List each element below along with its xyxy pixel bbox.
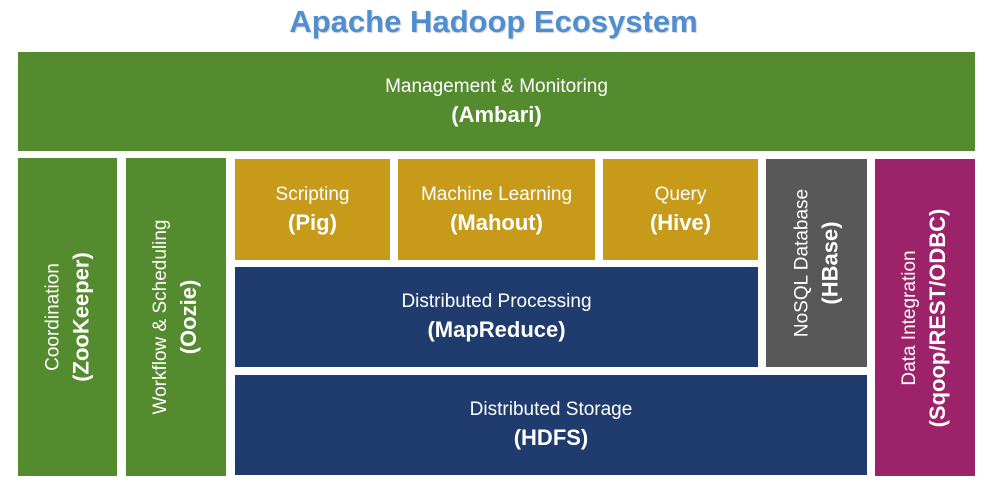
nosql-label: NoSQL Database bbox=[790, 188, 812, 338]
storage-label: Distributed Storage bbox=[469, 399, 633, 420]
coordination-label: Coordination bbox=[41, 263, 63, 371]
workflow-label: Workflow & Scheduling bbox=[150, 219, 171, 415]
query-label: Query bbox=[654, 183, 707, 205]
integration-tool: (Sqoop/REST/ODBC) bbox=[925, 208, 950, 427]
diagram-title: Apache Hadoop Ecosystem bbox=[289, 4, 698, 39]
integration-label: Data Integration bbox=[899, 249, 920, 386]
management-tool: (Ambari) bbox=[451, 101, 542, 127]
workflow-scheduling-block: Workflow & Scheduling (Oozie) bbox=[126, 158, 226, 476]
coordination-block: Coordination (ZooKeeper) bbox=[18, 158, 117, 476]
storage-tool: (HDFS) bbox=[513, 425, 589, 450]
data-integration-block: Data Integration (Sqoop/REST/ODBC) bbox=[875, 159, 975, 476]
distributed-processing-block: Distributed Processing (MapReduce) bbox=[235, 267, 758, 367]
management-monitoring-block: Management & Monitoring (Ambari) bbox=[18, 52, 975, 151]
machine-learning-tool: (Mahout) bbox=[450, 209, 543, 235]
processing-label: Distributed Processing bbox=[401, 291, 592, 312]
processing-tool: (MapReduce) bbox=[427, 317, 566, 342]
coordination-tool: (ZooKeeper) bbox=[67, 252, 93, 382]
scripting-block: Scripting (Pig) bbox=[235, 159, 390, 260]
nosql-database-block: NoSQL Database (HBase) bbox=[766, 159, 867, 367]
machine-learning-label: Machine Learning bbox=[420, 183, 573, 205]
workflow-tool: (Oozie) bbox=[176, 279, 201, 355]
scripting-tool: (Pig) bbox=[288, 209, 337, 235]
query-tool: (Hive) bbox=[649, 209, 712, 235]
nosql-tool: (HBase) bbox=[816, 221, 842, 305]
machine-learning-block: Machine Learning (Mahout) bbox=[398, 159, 595, 260]
scripting-label: Scripting bbox=[275, 183, 350, 205]
query-block: Query (Hive) bbox=[603, 159, 758, 260]
distributed-storage-block: Distributed Storage (HDFS) bbox=[235, 375, 867, 475]
management-label: Management & Monitoring bbox=[385, 75, 608, 97]
